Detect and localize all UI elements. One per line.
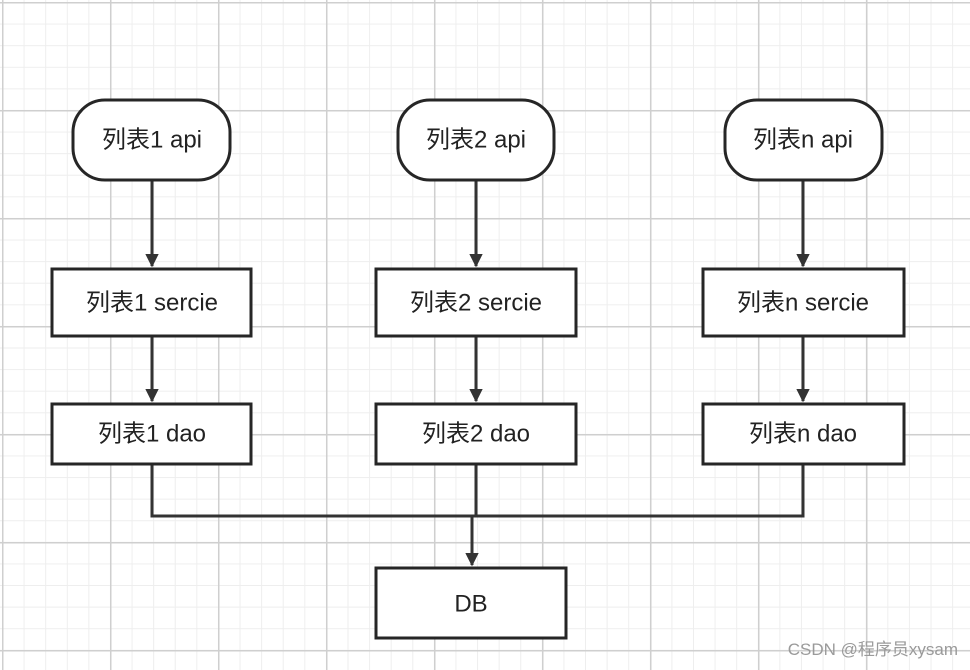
service-2-label: 列表2 sercie xyxy=(410,290,542,317)
node-api-2: 列表2 api xyxy=(396,98,556,182)
api-2-shape xyxy=(396,98,556,182)
api-1-label: 列表1 api xyxy=(102,127,202,154)
service-n-shape xyxy=(701,267,906,338)
service-n-label: 列表n sercie xyxy=(737,290,869,317)
dao-1-label: 列表1 dao xyxy=(98,421,206,448)
dao-2-label: 列表2 dao xyxy=(422,421,530,448)
dao-1-shape xyxy=(50,402,253,466)
watermark: CSDN @程序员xysam xyxy=(787,640,958,659)
node-service-2: 列表2 sercie xyxy=(374,267,578,338)
dao-2-shape xyxy=(374,402,578,466)
node-service-1: 列表1 sercie xyxy=(50,267,253,338)
api-n-label: 列表n api xyxy=(753,127,853,154)
node-api-1: 列表1 api xyxy=(71,98,232,182)
node-db: DB xyxy=(374,566,568,640)
node-dao-n: 列表n dao xyxy=(701,402,906,466)
service-2-shape xyxy=(374,267,578,338)
api-1-shape xyxy=(71,98,232,182)
node-service-n: 列表n sercie xyxy=(701,267,906,338)
node-dao-2: 列表2 dao xyxy=(374,402,578,466)
dao-n-label: 列表n dao xyxy=(749,421,857,448)
dao-n-shape xyxy=(701,402,906,466)
db-label: DB xyxy=(454,591,487,618)
db-shape xyxy=(374,566,568,640)
api-2-label: 列表2 api xyxy=(426,127,526,154)
service-1-label: 列表1 sercie xyxy=(86,290,218,317)
service-1-shape xyxy=(50,267,253,338)
api-n-shape xyxy=(723,98,884,182)
node-api-n: 列表n api xyxy=(723,98,884,182)
node-dao-1: 列表1 dao xyxy=(50,402,253,466)
